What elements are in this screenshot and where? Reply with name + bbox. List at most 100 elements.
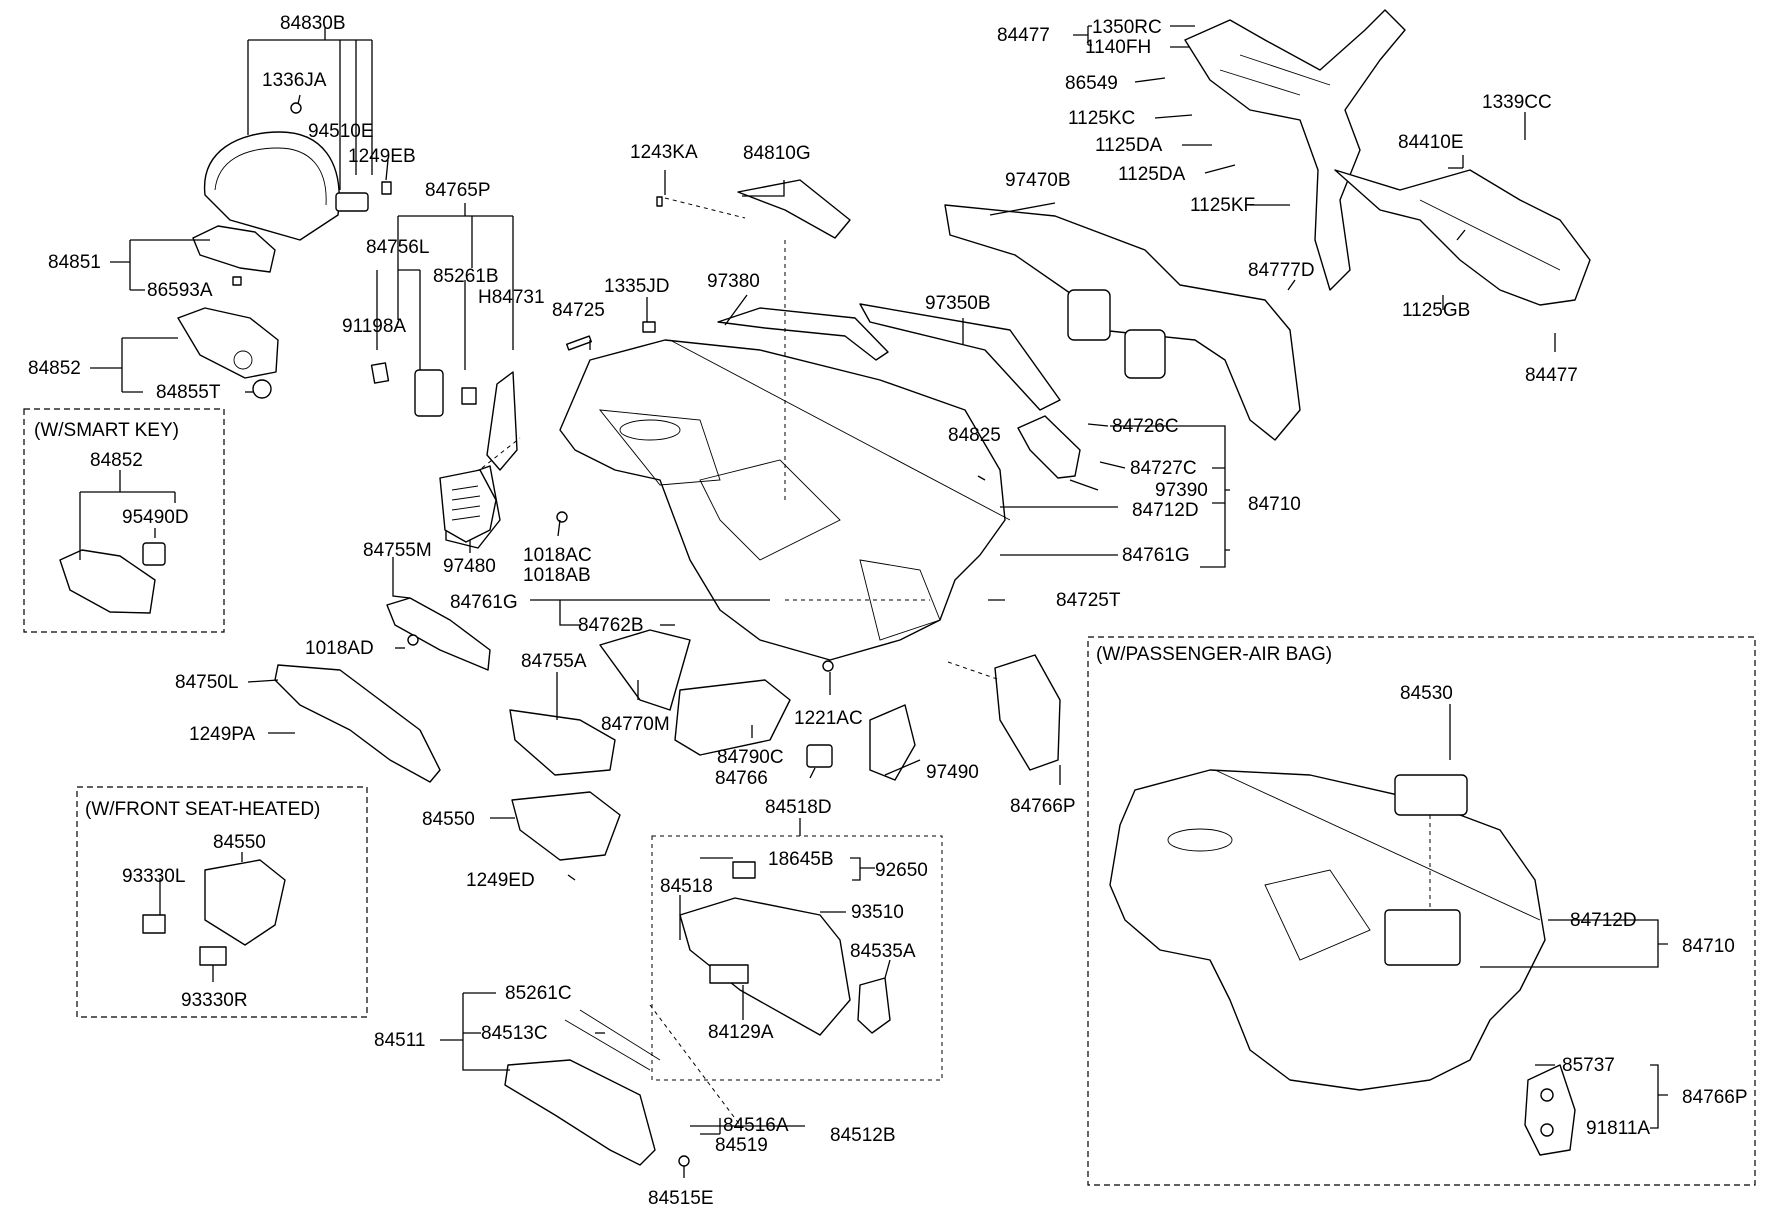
label-93510: 93510 <box>851 902 904 923</box>
label-84750L: 84750L <box>175 672 238 693</box>
front-seat-heated-box: (W/FRONT SEAT-HEATED) <box>76 786 368 1018</box>
label-97470B: 97470B <box>1005 170 1071 191</box>
label-1249ED: 1249ED <box>466 870 535 891</box>
label-18645B: 18645B <box>768 849 834 870</box>
label-84516A: 84516A <box>723 1115 789 1136</box>
label-85261B: 85261B <box>433 266 499 287</box>
label-84790C: 84790C <box>717 747 784 768</box>
label-84511: 84511 <box>374 1030 425 1051</box>
label-1249EB: 1249EB <box>348 146 416 167</box>
column-shroud-upper-part <box>192 225 276 286</box>
label-84530: 84530 <box>1400 683 1453 704</box>
smart-key-shroud-part <box>59 542 166 614</box>
label-84513C: 84513C <box>481 1023 548 1044</box>
label-84535A: 84535A <box>850 941 916 962</box>
label-84725T: 84725T <box>1056 590 1121 611</box>
label-84761G-left: 84761G <box>450 592 518 613</box>
label-85261C: 85261C <box>505 983 572 1004</box>
label-84512B: 84512B <box>830 1125 896 1146</box>
label-1125KF: 1125KF <box>1190 195 1255 216</box>
label-84477-bottom: 84477 <box>1525 365 1578 386</box>
label-1243KA: 1243KA <box>630 142 698 163</box>
label-97380: 97380 <box>707 271 760 292</box>
label-1125GB: 1125GB <box>1402 300 1470 321</box>
label-84852: 84852 <box>28 358 81 379</box>
label-heated-84550: 84550 <box>213 832 266 853</box>
passenger-air-bag-box-title: (W/PASSENGER-AIR BAG) <box>1096 644 1332 665</box>
part-number-labels: 84830B 1336JA 94510E 1249EB 84851 86593A… <box>28 13 1748 1209</box>
label-93330L: 93330L <box>122 866 185 887</box>
glove-box-upper-part <box>651 835 943 1081</box>
label-91811A: 91811A <box>1586 1118 1650 1139</box>
main-crash-pad-part <box>559 339 1011 661</box>
label-1125KC: 1125KC <box>1068 108 1135 129</box>
label-84519: 84519 <box>715 1135 768 1156</box>
label-84410E: 84410E <box>1398 132 1464 153</box>
label-1018AC: 1018AC <box>523 545 592 566</box>
label-91198A: 91198A <box>342 316 406 337</box>
label-84518D: 84518D <box>765 797 832 818</box>
label-84129A: 84129A <box>708 1022 774 1043</box>
label-84550-main: 84550 <box>422 809 475 830</box>
label-airbag-84712D: 84712D <box>1570 910 1637 931</box>
cluster-facia-panel-part <box>203 102 392 241</box>
label-86549: 86549 <box>1065 73 1118 94</box>
label-94510E: 94510E <box>308 121 374 142</box>
label-97350B: 97350B <box>925 293 991 314</box>
passenger-airbag-crash-pad-part <box>1109 769 1576 1156</box>
label-84770M: 84770M <box>601 714 670 735</box>
label-86593A: 86593A <box>147 280 213 301</box>
label-84777D: 84777D <box>1248 260 1315 281</box>
label-84761G-right: 84761G <box>1122 545 1190 566</box>
label-1018AB: 1018AB <box>523 565 591 586</box>
label-84756L: 84756L <box>366 237 429 258</box>
label-84477-top: 84477 <box>997 25 1050 46</box>
label-84710: 84710 <box>1248 494 1301 515</box>
heater-duct-part <box>944 204 1301 441</box>
label-1336JA: 1336JA <box>262 70 327 91</box>
label-airbag-84766P: 84766P <box>1682 1087 1748 1108</box>
label-1018AD: 1018AD <box>305 638 374 659</box>
label-84725: 84725 <box>552 300 605 321</box>
label-84518: 84518 <box>660 876 713 897</box>
label-1350RC: 1350RC <box>1092 17 1162 38</box>
label-85737: 85737 <box>1562 1055 1615 1076</box>
label-92650: 92650 <box>875 860 928 881</box>
label-1339CC: 1339CC <box>1482 92 1552 113</box>
label-84765P: 84765P <box>425 180 491 201</box>
front-seat-heated-box-title: (W/FRONT SEAT-HEATED) <box>85 799 320 820</box>
column-shroud-lower-part <box>177 307 279 399</box>
heated-seat-console-part <box>142 859 286 966</box>
label-84755M: 84755M <box>363 540 432 561</box>
label-1125DA-2: 1125DA <box>1118 164 1186 185</box>
defroster-duct-part <box>717 179 1081 479</box>
label-84851: 84851 <box>48 252 101 273</box>
passenger-air-bag-box: (W/PASSENGER-AIR BAG) <box>1087 636 1756 1186</box>
label-95490D: 95490D <box>122 507 189 528</box>
label-smart-key-84852: 84852 <box>90 450 143 471</box>
label-84755A: 84755A <box>521 651 587 672</box>
label-1249PA: 1249PA <box>189 724 256 745</box>
label-84825: 84825 <box>948 425 1001 446</box>
smart-key-box-title: (W/SMART KEY) <box>34 420 179 441</box>
label-84766: 84766 <box>715 768 768 789</box>
label-84726C: 84726C <box>1112 416 1179 437</box>
label-1125DA-1: 1125DA <box>1095 135 1163 156</box>
label-97480: 97480 <box>443 556 496 577</box>
label-H84731: H84731 <box>478 287 545 308</box>
label-93330R: 93330R <box>181 990 248 1011</box>
label-84830B: 84830B <box>280 13 346 34</box>
label-84810G: 84810G <box>743 143 811 164</box>
label-airbag-84710: 84710 <box>1682 936 1735 957</box>
label-84727C: 84727C <box>1130 458 1197 479</box>
label-84762B: 84762B <box>578 615 644 636</box>
label-84712D: 84712D <box>1132 500 1199 521</box>
label-1335JD: 1335JD <box>604 276 670 297</box>
side-air-vent-left-part <box>439 469 497 543</box>
lower-panel-parts <box>274 511 1061 861</box>
label-97390: 97390 <box>1155 480 1208 501</box>
smart-key-box: (W/SMART KEY) <box>23 408 225 633</box>
cowl-cross-bar-part <box>1184 9 1591 306</box>
label-84855T: 84855T <box>156 382 221 403</box>
